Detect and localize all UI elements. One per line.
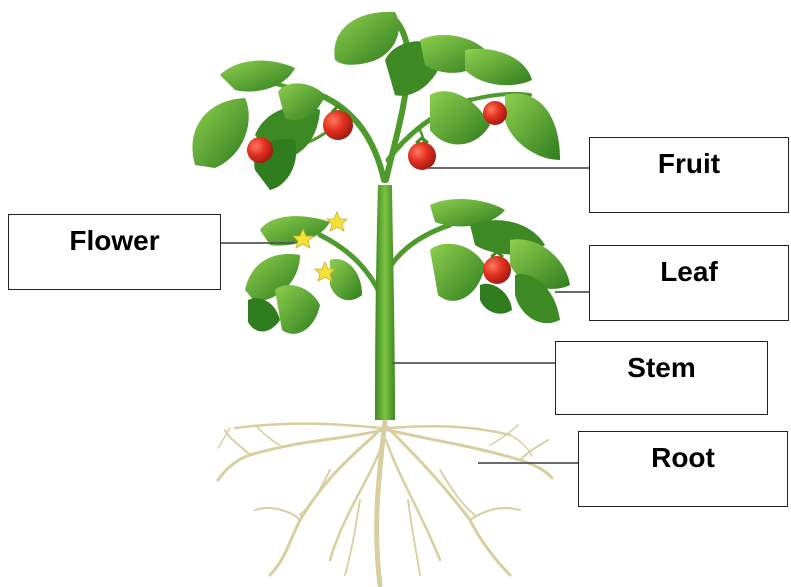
flower-blossom — [327, 212, 347, 231]
leaf — [465, 49, 532, 85]
main-stem — [375, 185, 395, 420]
flower-label-box: Flower — [8, 214, 221, 290]
fruit-label-box: Fruit — [589, 137, 789, 213]
tomato — [483, 256, 511, 284]
leaf — [260, 216, 330, 245]
leaf — [480, 284, 512, 314]
flower-label: Flower — [9, 225, 220, 257]
leaf — [275, 285, 320, 334]
leaf — [505, 94, 560, 160]
fruit-label: Fruit — [590, 148, 788, 180]
leaf — [430, 244, 485, 301]
tomato — [323, 110, 353, 140]
root-label-box: Root — [578, 431, 788, 507]
stem-label: Stem — [556, 352, 767, 384]
tomato — [483, 101, 507, 125]
stem-label-box: Stem — [555, 341, 768, 415]
roots — [218, 420, 552, 585]
leaf-label: Leaf — [590, 256, 788, 288]
leaf — [248, 298, 280, 331]
tomato — [408, 142, 436, 170]
root-label: Root — [579, 442, 787, 474]
leaf — [330, 259, 362, 300]
tomato — [247, 137, 273, 163]
leaf — [192, 98, 248, 168]
leaf-label-box: Leaf — [589, 245, 789, 321]
